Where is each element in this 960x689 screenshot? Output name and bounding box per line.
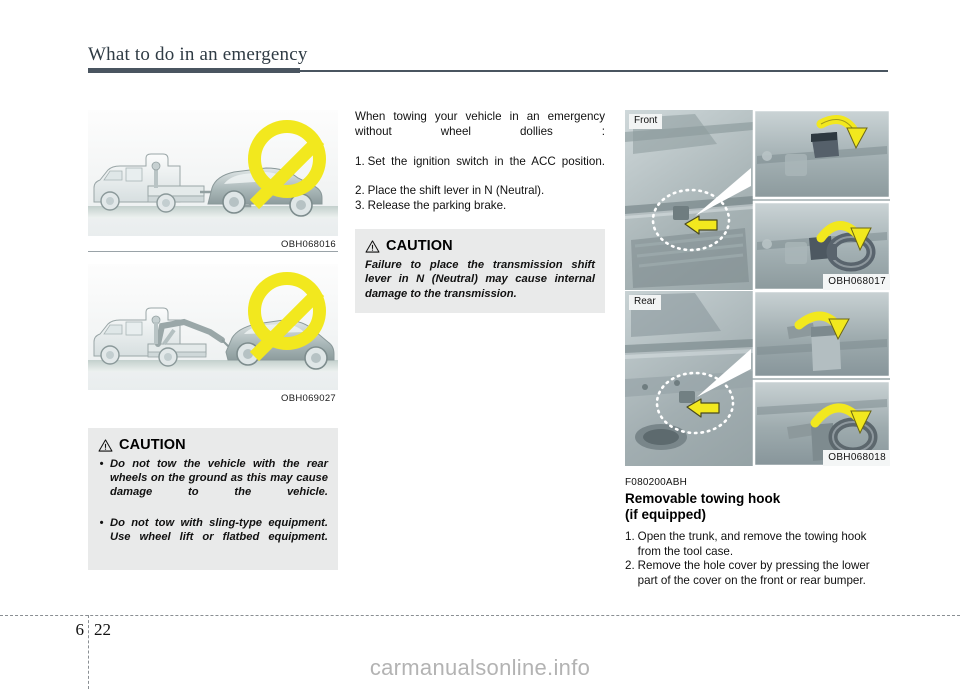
- step-number: 1.: [625, 530, 635, 543]
- footer-crop-line-vertical: [88, 615, 89, 689]
- figure-image-obh068016: [88, 110, 338, 236]
- step-text: Remove the hole cover by pressing the lo…: [637, 559, 870, 587]
- hook-steps: 1. Open the trunk, and remove the towing…: [625, 530, 890, 588]
- page-number: 22: [94, 620, 111, 639]
- section-title-line2: (if equipped): [625, 507, 706, 522]
- towing-instructions: When towing your vehicle in an emergency…: [355, 110, 605, 213]
- section-code: F080200ABH: [625, 477, 688, 488]
- warning-triangle-icon: [365, 240, 380, 253]
- caution-title: CAUTION: [386, 238, 453, 255]
- step-number: 2.: [355, 183, 365, 197]
- bullet-icon: •: [99, 516, 104, 529]
- caution-body-text: Failure to place the transmission shift …: [365, 259, 595, 300]
- figure-image-obh068018: Rear OBH068018: [625, 291, 890, 466]
- caution-header: CAUTION: [98, 437, 328, 453]
- figure-caption: OBH068017: [823, 274, 890, 290]
- figure-image-obh069027: [88, 264, 338, 390]
- step-text: Release the parking brake.: [367, 198, 507, 212]
- figure-caption: OBH068018: [823, 450, 890, 466]
- header-rule-thin: [300, 70, 888, 72]
- step-number: 3.: [355, 198, 365, 212]
- rear-bumper-photo: [625, 291, 890, 466]
- step-text: Open the trunk, and remove the towing ho…: [637, 530, 867, 558]
- right-column: Front OBH068017: [625, 110, 890, 588]
- figure-caption: OBH069027: [281, 393, 336, 404]
- step-item: 1. Set the ignition switch in the ACC po…: [355, 155, 605, 184]
- figure-sling-tow: OBH069027: [88, 264, 338, 404]
- front-bumper-photo: [625, 110, 890, 290]
- caution-bullet: • Do not tow the vehicle with the rear w…: [98, 457, 328, 514]
- figure-image-obh068017: Front OBH068017: [625, 110, 890, 290]
- caution-title: CAUTION: [119, 437, 186, 453]
- warning-triangle-icon: [98, 438, 113, 452]
- towing-intro-text: When towing your vehicle in an emergency…: [355, 110, 605, 138]
- figure-divider: [88, 251, 338, 252]
- step-item: 1. Open the trunk, and remove the towing…: [625, 530, 890, 559]
- page-header: What to do in an emergency: [88, 44, 888, 74]
- bullet-icon: •: [99, 458, 104, 470]
- caution-body: Failure to place the transmission shift …: [365, 258, 595, 301]
- caution-body: • Do not tow the vehicle with the rear w…: [98, 457, 328, 558]
- middle-column: When towing your vehicle in an emergency…: [355, 110, 605, 313]
- caution-bullet: • Do not tow with sling-type equipment. …: [98, 516, 328, 559]
- figure-position-tag-front: Front: [629, 114, 663, 129]
- figure-rear-towing-hook: Rear OBH068018: [625, 291, 890, 466]
- footer-crop-line-horizontal: [0, 615, 960, 616]
- caution-box-towing: CAUTION • Do not tow the vehicle with th…: [88, 428, 338, 571]
- page-title: What to do in an emergency: [88, 44, 308, 65]
- header-rule-thick: [88, 68, 300, 73]
- figure-tow-rear-wheels: OBH068016: [88, 110, 338, 252]
- chapter-number: 6: [75, 620, 85, 639]
- caution-bullet-text: Do not tow the vehicle with the rear whe…: [110, 458, 328, 499]
- step-text: Set the ignition switch in the ACC posit…: [367, 154, 605, 168]
- caution-bullet-text: Do not tow with sling-type equipment. Us…: [110, 516, 328, 544]
- caution-box-neutral: CAUTION Failure to place the transmissio…: [355, 229, 605, 313]
- figure-front-towing-hook: Front OBH068017: [625, 110, 890, 290]
- step-text: Place the shift lever in N (Neutral).: [367, 183, 545, 197]
- left-column: OBH068016: [88, 110, 338, 571]
- step-number: 1.: [355, 154, 365, 168]
- step-item: 3. Release the parking brake.: [355, 199, 605, 214]
- section-title-line1: Removable towing hook: [625, 491, 781, 506]
- figure-position-tag-rear: Rear: [629, 295, 661, 310]
- prohibition-sign-icon: [248, 120, 326, 198]
- prohibition-sign-icon: [248, 272, 326, 350]
- caution-header: CAUTION: [365, 238, 595, 254]
- removable-towing-hook-section: F080200ABH Removable towing hook (if equ…: [625, 477, 890, 588]
- site-watermark: carmanualsonline.info: [369, 655, 591, 680]
- figure-caption: OBH068016: [281, 239, 336, 250]
- step-item: 2. Place the shift lever in N (Neutral).: [355, 184, 605, 199]
- step-number: 2.: [625, 559, 635, 573]
- step-item: 2. Remove the hole cover by pressing the…: [625, 559, 890, 588]
